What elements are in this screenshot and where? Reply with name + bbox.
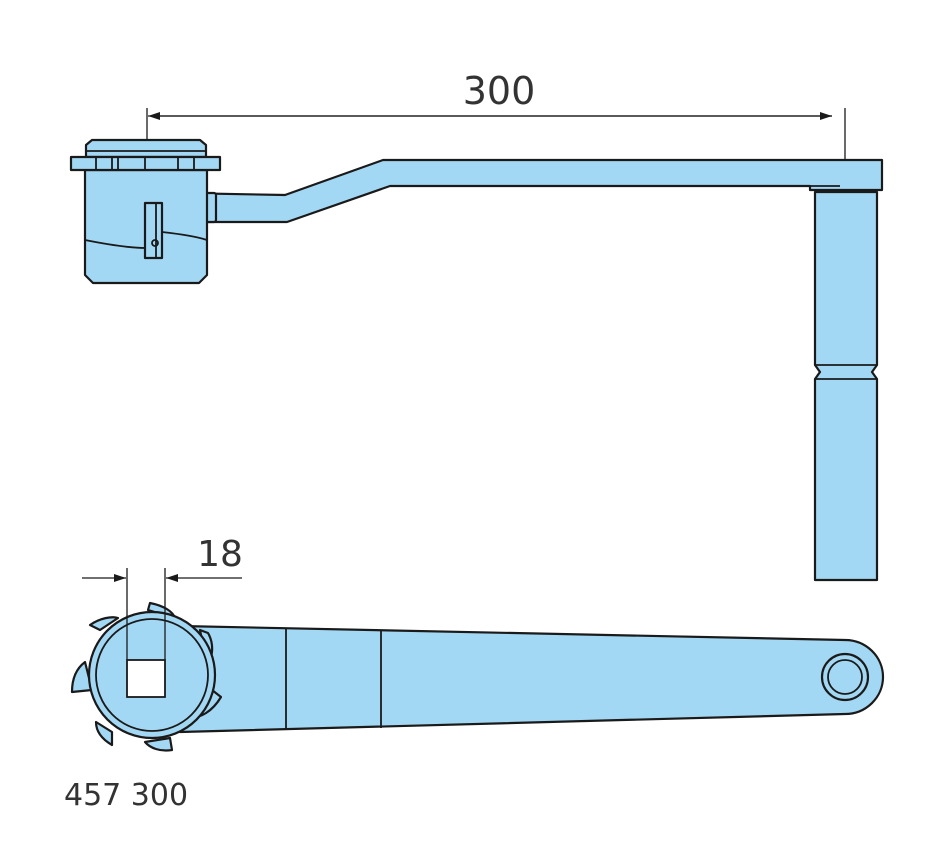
dimension-square-label: 18 <box>197 534 243 575</box>
dimension-length-label: 300 <box>463 69 536 113</box>
drum-cap <box>84 138 208 159</box>
part-number: 457 300 <box>64 778 188 813</box>
handle-grip <box>813 190 879 582</box>
top-view <box>70 601 885 752</box>
side-view <box>69 138 884 582</box>
dimension-300: 300 <box>146 69 846 160</box>
crank-arm-top <box>178 624 885 734</box>
dimension-18: 18 <box>82 534 243 660</box>
square-drive <box>126 659 166 698</box>
crank-arm-side <box>176 158 884 224</box>
latch <box>143 201 164 260</box>
pivot-outer <box>820 652 870 702</box>
